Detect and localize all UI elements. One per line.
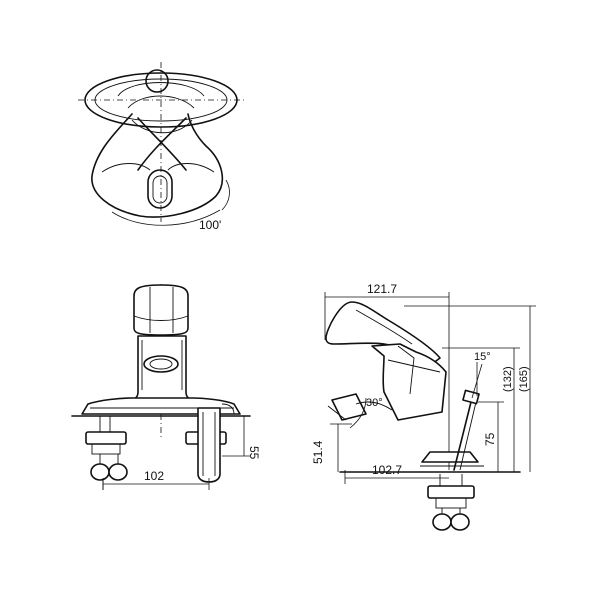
- width-dimension-label: 102: [144, 469, 164, 483]
- left-supply-fitting-a: [90, 463, 110, 481]
- lever-height-label: 51.4: [311, 440, 325, 464]
- outlet-hole: [143, 355, 179, 373]
- body-outline: [91, 113, 224, 218]
- angle-30-label: 30°: [366, 397, 383, 409]
- total-height-a-label: (132): [502, 366, 514, 392]
- side-view: 121.7 30° 15°: [311, 282, 536, 531]
- spout-outlet: [147, 169, 173, 209]
- right-supply-tube: [197, 407, 221, 483]
- left-mounting-nut: [85, 431, 127, 445]
- spout-height-label: 75: [483, 432, 497, 446]
- lever-handle: [325, 301, 441, 365]
- rotation-angle-label: 100': [199, 218, 221, 232]
- spout-nozzle: [331, 393, 367, 421]
- top-view: 100': [78, 62, 244, 232]
- handle-knob: [145, 69, 169, 93]
- handle-cap: [133, 284, 189, 336]
- side-fitting-a: [432, 513, 452, 531]
- side-body: [371, 343, 447, 421]
- height-dimension-label: 55: [247, 446, 261, 460]
- left-supply-fitting-b: [108, 463, 128, 481]
- total-height-b-label: (165): [518, 366, 530, 392]
- faucet-body: [127, 335, 197, 402]
- handle-oval: [84, 72, 238, 128]
- side-mounting-nut: [427, 485, 475, 499]
- side-fitting-b: [450, 513, 470, 531]
- reach-dimension-label: 121.7: [367, 282, 397, 296]
- base-length-label: 102.7: [372, 463, 402, 477]
- side-base: [421, 451, 479, 463]
- popup-knob: [462, 389, 480, 405]
- angle-15-label: 15°: [474, 351, 491, 363]
- popup-rod: [453, 397, 473, 471]
- front-view: 102 55: [71, 284, 261, 490]
